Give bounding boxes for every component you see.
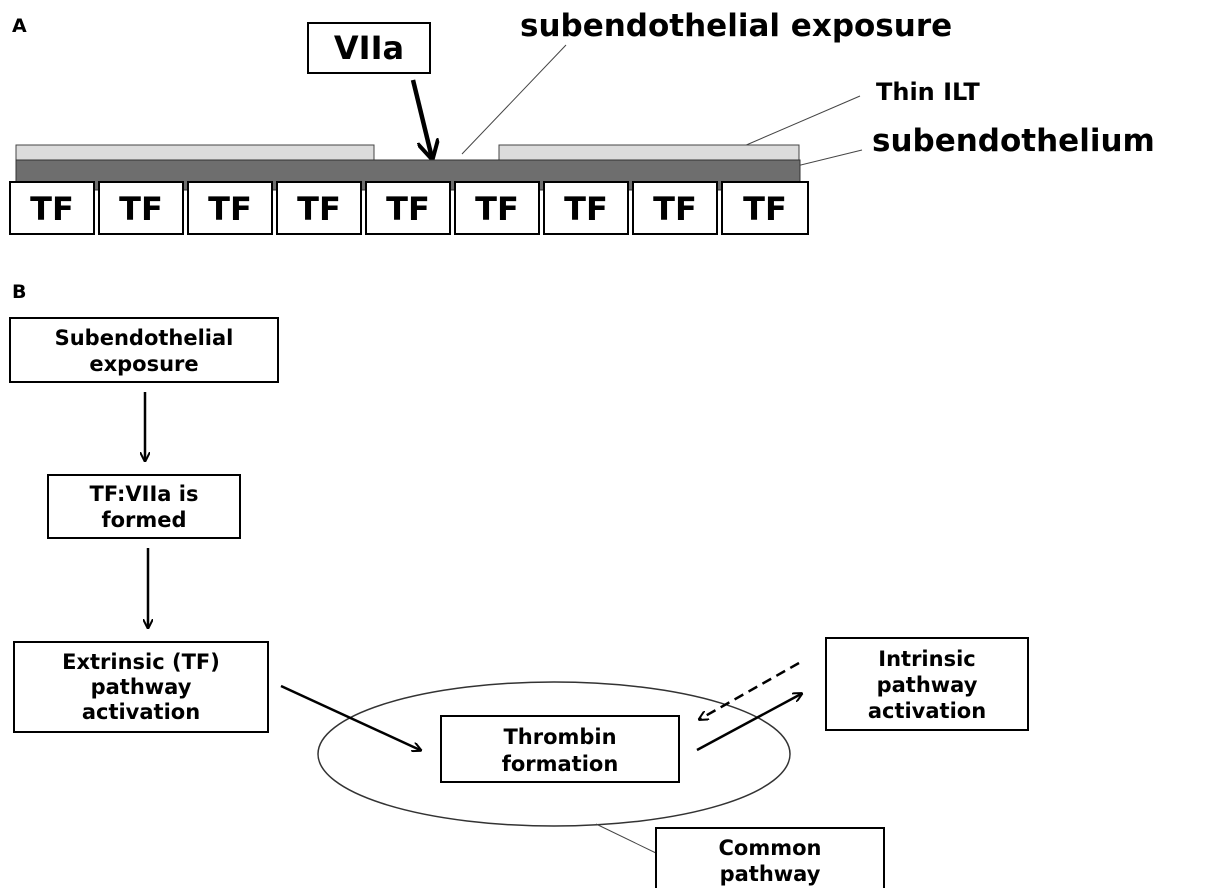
tf-box: TF	[98, 181, 184, 235]
thin-ilt-layer-right	[498, 144, 800, 162]
extrinsic-line-3: activation	[82, 700, 200, 724]
tf-box: TF	[632, 181, 718, 235]
subendothelial-exposure-label: subendothelial exposure	[520, 8, 952, 44]
viia-box: VIIa	[307, 22, 431, 74]
tf-box: TF	[543, 181, 629, 235]
arrow-thrombin-to-intrinsic	[696, 694, 801, 752]
common-pathway-box: Common pathway	[655, 827, 885, 888]
exposure-leader-line	[461, 44, 567, 155]
tf-viia-line-1: TF:VIIa is	[90, 482, 199, 506]
tf-box: TF	[276, 181, 362, 235]
tf-row: TF TF TF TF TF TF TF TF TF	[9, 181, 809, 235]
thrombin-line-2: formation	[502, 752, 619, 776]
tf-box: TF	[9, 181, 95, 235]
subendothelial-exposure-line-2: exposure	[89, 352, 198, 376]
tf-box: TF	[365, 181, 451, 235]
thrombin-formation-box: Thrombin formation	[440, 715, 680, 783]
intrinsic-line-2: pathway	[877, 673, 978, 697]
viia-label: VIIa	[334, 29, 404, 67]
panel-b-letter: B	[12, 281, 26, 303]
thin-ilt-layer-left	[15, 144, 375, 162]
common-pathway-line-1: Common	[719, 836, 822, 860]
extrinsic-line-1: Extrinsic (TF)	[62, 650, 220, 674]
viia-arrow	[410, 79, 432, 158]
tf-box: TF	[721, 181, 809, 235]
subendothelial-exposure-box: Subendothelial exposure	[9, 317, 279, 383]
common-pathway-ellipse	[317, 681, 791, 827]
thin-ilt-label: Thin ILT	[876, 78, 980, 106]
extrinsic-pathway-box: Extrinsic (TF) pathway activation	[13, 641, 269, 733]
tf-label: TF	[475, 190, 519, 228]
tf-label: TF	[386, 190, 430, 228]
tf-label: TF	[119, 190, 163, 228]
tf-label: TF	[30, 190, 74, 228]
tf-label: TF	[653, 190, 697, 228]
intrinsic-pathway-box: Intrinsic pathway activation	[825, 637, 1029, 731]
subendothelium-label: subendothelium	[872, 123, 1155, 159]
tf-label: TF	[208, 190, 252, 228]
intrinsic-line-3: activation	[868, 699, 986, 723]
panel-a-letter: A	[12, 15, 27, 37]
tf-box: TF	[454, 181, 540, 235]
common-pathway-line-2: pathway	[720, 862, 821, 886]
thrombin-line-1: Thrombin	[503, 725, 616, 749]
tf-viia-line-2: formed	[101, 508, 186, 532]
tf-label: TF	[743, 190, 787, 228]
arrow-intrinsic-to-thrombin-dashed	[700, 661, 800, 719]
tf-box: TF	[187, 181, 273, 235]
common-pathway-leader-line	[595, 823, 659, 855]
tf-viia-box: TF:VIIa is formed	[47, 474, 241, 539]
tf-label: TF	[564, 190, 608, 228]
arrow-extrinsic-to-thrombin	[280, 684, 420, 750]
subendothelial-exposure-line-1: Subendothelial	[55, 326, 234, 350]
tf-label: TF	[297, 190, 341, 228]
ilt-leader-line	[729, 95, 861, 153]
extrinsic-line-2: pathway	[91, 675, 192, 699]
intrinsic-line-1: Intrinsic	[878, 647, 975, 671]
